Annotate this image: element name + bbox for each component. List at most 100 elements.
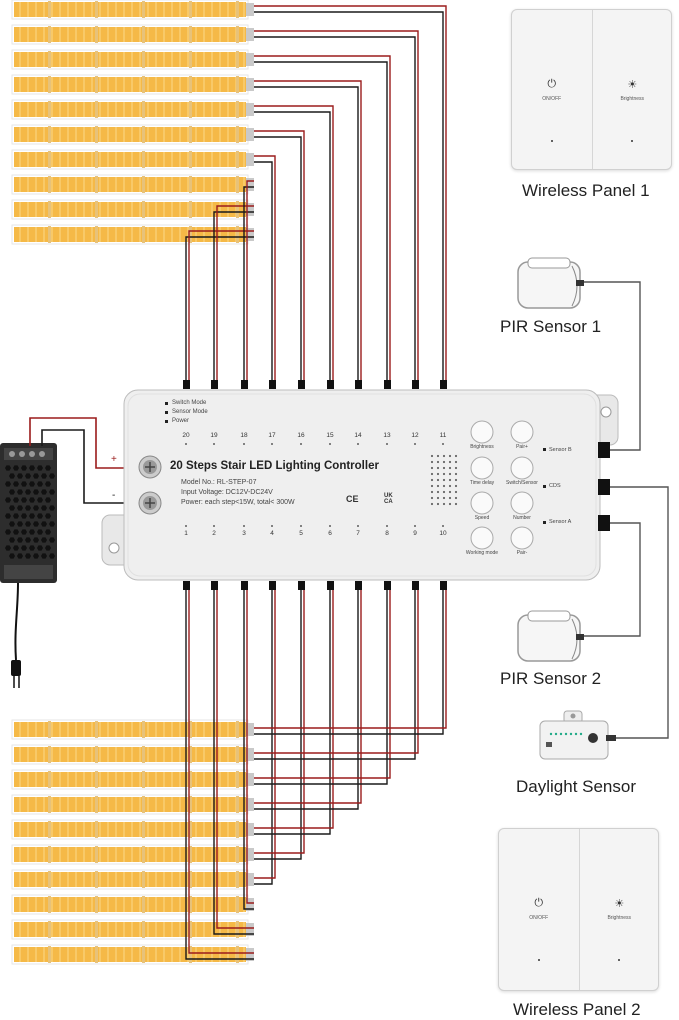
bottom-wire-red-10	[254, 584, 447, 729]
daylight-led-3	[559, 732, 563, 736]
led-strip-top-5	[11, 99, 254, 120]
jack-sensor-a	[598, 515, 610, 531]
led-strip-top-4	[11, 74, 254, 95]
bottom-connector-5	[298, 581, 305, 590]
port-label-3: 3	[242, 530, 246, 537]
pir-sensor-2-device	[517, 610, 584, 662]
bottom-wire-red-8	[254, 584, 391, 779]
top-wire-black-4	[254, 161, 273, 385]
panel2-onoff-key[interactable]: ⏻ ON/OFF	[499, 829, 579, 990]
pir-sensor-1-label: PIR Sensor 1	[500, 317, 602, 336]
bottom-wire-black-4	[254, 584, 273, 885]
bottom-wire-black-6	[254, 584, 331, 835]
bottom-connector-9	[412, 581, 419, 590]
controller-button-6[interactable]	[510, 491, 534, 515]
port-label-13: 13	[383, 432, 391, 439]
top-wire-black-6	[254, 111, 331, 385]
controller-button-label-3: Time delay	[469, 480, 495, 486]
port-label-10: 10	[439, 530, 447, 537]
controller-model: Model No.: RL-STEP-07	[181, 479, 257, 486]
bottom-connector-10	[440, 581, 447, 590]
top-wire-red-2	[216, 205, 254, 385]
panel2-brightness-label: Brightness	[607, 915, 632, 921]
bottom-connector-4	[269, 581, 276, 590]
bottom-connector-2	[211, 581, 218, 590]
panel1-onoff-key[interactable]: ⏻ ON/OFF	[512, 10, 592, 169]
bottom-connector-1	[183, 581, 190, 590]
top-wire-red-4	[254, 155, 276, 385]
port-label-15: 15	[326, 432, 334, 439]
power-wire-red	[29, 417, 140, 469]
bottom-wire-black-5	[254, 584, 302, 860]
port-label-8: 8	[385, 530, 389, 537]
bottom-wire-black-2	[213, 584, 254, 935]
top-connector-9	[412, 380, 419, 389]
daylight-led-5	[569, 732, 573, 736]
daylight-sensor-label: Daylight Sensor	[516, 777, 637, 796]
power-wire-black	[41, 429, 140, 504]
top-wire-black-8	[254, 61, 388, 385]
port-label-6: 6	[328, 530, 332, 537]
controller-input: Input Voltage: DC12V-DC24V	[181, 489, 273, 496]
top-connector-4	[269, 380, 276, 389]
port-label-2: 2	[212, 530, 216, 537]
controller-button-7[interactable]	[470, 526, 494, 550]
top-wire-red-8	[254, 55, 391, 385]
led-strip-top-3	[11, 49, 254, 70]
controller-button-8[interactable]	[510, 526, 534, 550]
sensor-a-label: Sensor A	[549, 519, 572, 525]
top-wire-black-1	[185, 236, 254, 385]
controller-button-4[interactable]	[510, 456, 534, 480]
led-strip-top-7	[11, 149, 254, 170]
controller-button-label-5: Speed	[474, 515, 490, 521]
bottom-wire-red-1	[188, 584, 254, 954]
top-connector-1	[183, 380, 190, 389]
controller-button-1[interactable]	[470, 420, 494, 444]
top-wire-black-9	[254, 36, 416, 385]
port-label-4: 4	[270, 530, 274, 537]
controller-button-3[interactable]	[470, 456, 494, 480]
port-label-7: 7	[356, 530, 360, 537]
plus-label: +	[111, 454, 117, 465]
jack-cds	[598, 479, 610, 495]
bottom-wire-black-10	[254, 584, 444, 735]
bottom-connector-3	[241, 581, 248, 590]
port-label-11: 11	[439, 432, 447, 439]
jack-sensor-b	[598, 442, 610, 458]
top-connector-7	[355, 380, 362, 389]
bottom-connector-8	[384, 581, 391, 590]
bottom-wire-red-6	[254, 584, 334, 829]
top-wire-red-7	[254, 80, 362, 385]
daylight-led-2	[554, 732, 558, 736]
bottom-connector-7	[355, 581, 362, 590]
controller-button-label-7: Working mode	[465, 550, 499, 556]
top-connector-2	[211, 380, 218, 389]
top-wire-red-9	[254, 30, 419, 385]
sun-icon: ☀	[627, 79, 638, 91]
top-wire-red-10	[254, 5, 447, 385]
top-wire-black-7	[254, 86, 359, 385]
controller-button-5[interactable]	[470, 491, 494, 515]
ukca-mark: UK CA	[384, 493, 393, 505]
panel2-brightness-key[interactable]: ☀ Brightness	[578, 829, 660, 990]
wireless-panel-1: ⏻ ON/OFF ☀ Brightness	[511, 9, 672, 170]
port-label-17: 17	[268, 432, 276, 439]
port-label-9: 9	[413, 530, 417, 537]
cds-label: CDS	[549, 483, 561, 489]
bottom-wire-red-7	[254, 584, 362, 804]
panel1-brightness-key[interactable]: ☀ Brightness	[591, 10, 673, 169]
sensor-b-label: Sensor B	[549, 447, 572, 453]
bottom-wire-black-1	[185, 584, 254, 960]
bottom-connector-6	[327, 581, 334, 590]
wireless-panel-1-label: Wireless Panel 1	[522, 181, 650, 200]
led-strip-top-6	[11, 124, 254, 145]
controller-button-2[interactable]	[510, 420, 534, 444]
led-strip-top-2	[11, 24, 254, 45]
plug	[11, 660, 21, 676]
daylight-led-6	[574, 732, 578, 736]
bottom-wire-red-9	[254, 584, 419, 754]
top-wire-black-5	[254, 136, 302, 385]
daylight-led-7	[579, 732, 583, 736]
